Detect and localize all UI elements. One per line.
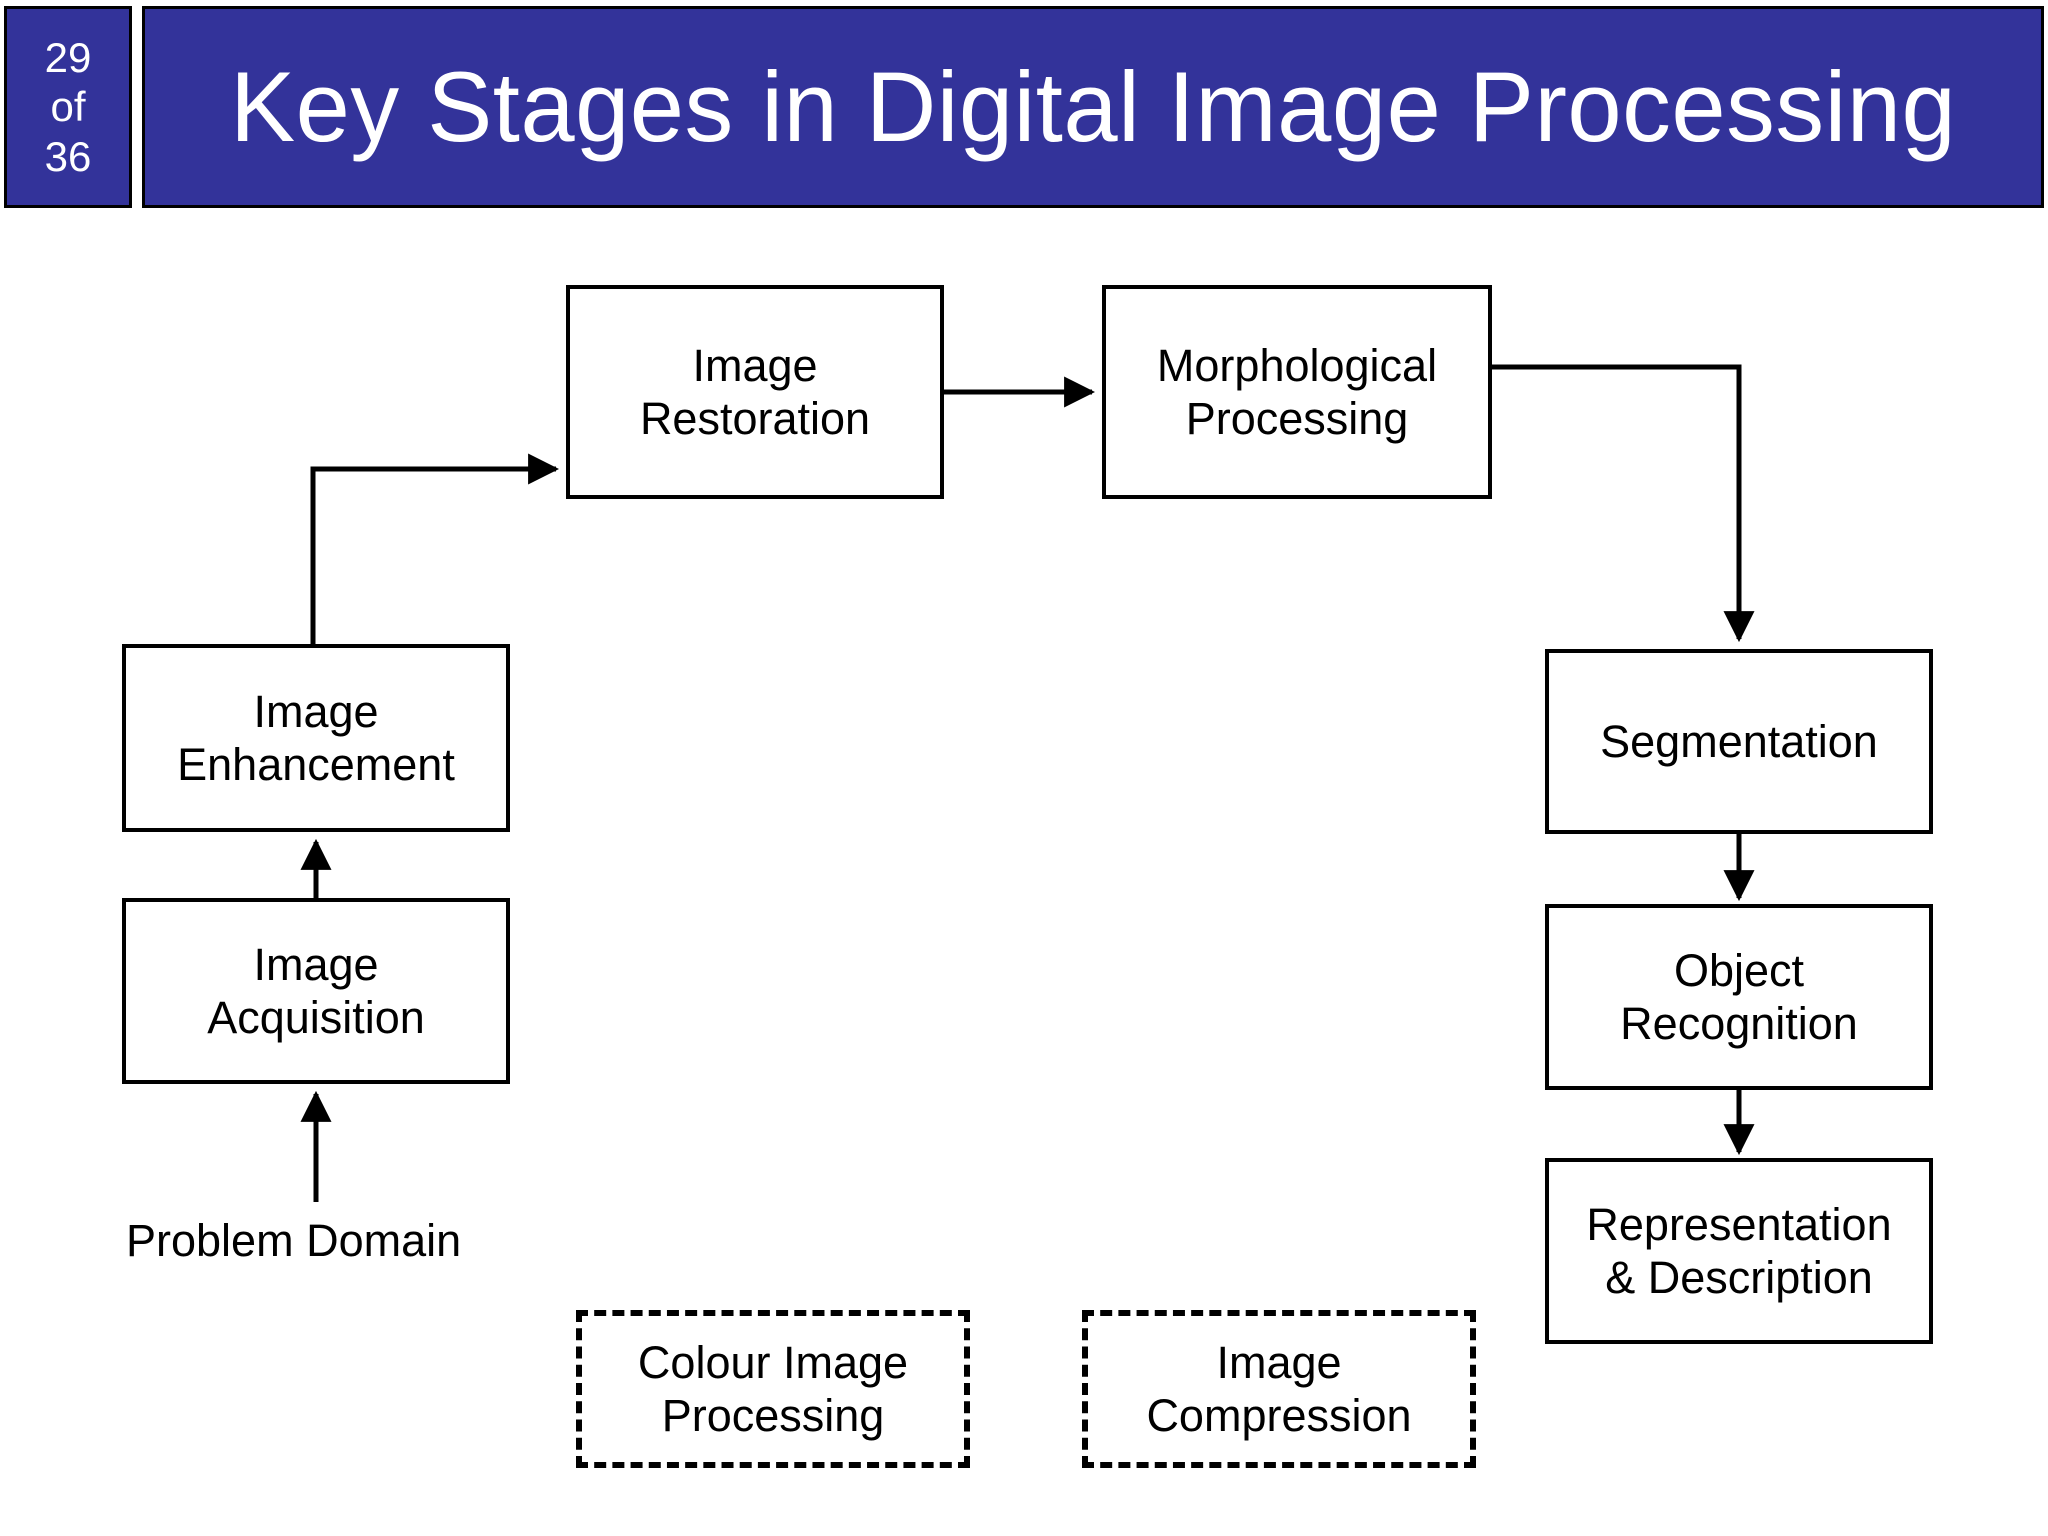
node-image-acquisition[interactable]: Image Acquisition bbox=[122, 898, 510, 1084]
edge-morphological-processing-to-segmentation bbox=[1492, 364, 1755, 643]
node-image-restoration[interactable]: Image Restoration bbox=[566, 285, 944, 499]
node-colour-image-processing-line2: Processing bbox=[661, 1390, 885, 1441]
slide-header: 29 of 36 Key Stages in Digital Image Pro… bbox=[0, 0, 2048, 214]
node-image-acquisition-line2: Acquisition bbox=[207, 992, 425, 1043]
node-image-restoration-line2: Restoration bbox=[639, 393, 871, 444]
edge-image-enhancement-to-image-restoration bbox=[310, 453, 560, 644]
node-colour-image-processing[interactable]: Colour Image Processing bbox=[576, 1310, 970, 1468]
node-morphological-processing-line2: Processing bbox=[1185, 393, 1409, 444]
node-problem-domain: Problem Domain bbox=[126, 1215, 462, 1266]
page-number-total: 36 bbox=[44, 132, 92, 180]
node-image-enhancement-line1: Image bbox=[253, 685, 379, 737]
node-image-restoration-line1: Image bbox=[692, 339, 818, 391]
node-image-enhancement[interactable]: Image Enhancement bbox=[122, 644, 510, 832]
node-object-recognition-line1: Object bbox=[1673, 944, 1805, 996]
node-morphological-processing-line1: Morphological bbox=[1156, 339, 1438, 391]
node-object-recognition-line2: Recognition bbox=[1620, 998, 1858, 1049]
node-image-compression-line2: Compression bbox=[1146, 1390, 1412, 1441]
node-image-acquisition-line1: Image bbox=[253, 938, 379, 990]
node-colour-image-processing-line1: Colour Image bbox=[637, 1336, 909, 1388]
page-number-separator: of bbox=[50, 83, 86, 131]
slide-title-bar: Key Stages in Digital Image Processing bbox=[142, 6, 2044, 208]
node-representation-description[interactable]: Representation & Description bbox=[1545, 1158, 1933, 1344]
node-segmentation[interactable]: Segmentation bbox=[1545, 649, 1933, 834]
page-number-badge: 29 of 36 bbox=[4, 6, 132, 208]
node-representation-description-line1: Representation bbox=[1586, 1198, 1892, 1250]
node-object-recognition[interactable]: Object Recognition bbox=[1545, 904, 1933, 1090]
node-morphological-processing[interactable]: Morphological Processing bbox=[1102, 285, 1492, 499]
page-number-current: 29 bbox=[44, 33, 92, 81]
flowchart-connectors bbox=[300, 364, 1755, 1202]
page-title: Key Stages in Digital Image Processing bbox=[229, 51, 1957, 162]
node-image-enhancement-line2: Enhancement bbox=[177, 739, 455, 790]
node-representation-description-line2: & Description bbox=[1605, 1252, 1873, 1303]
node-image-compression-line1: Image bbox=[1216, 1336, 1342, 1388]
node-segmentation-line1: Segmentation bbox=[1600, 715, 1878, 767]
key-stages-flowchart: Image Restoration Morphological Processi… bbox=[0, 214, 2048, 1536]
node-image-compression[interactable]: Image Compression bbox=[1082, 1310, 1476, 1468]
